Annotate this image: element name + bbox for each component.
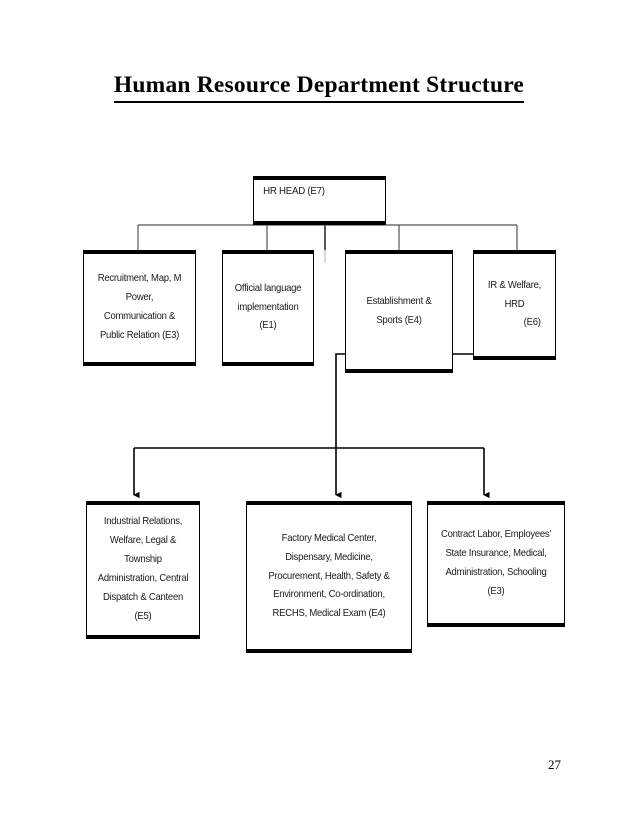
page-title: Human Resource Department Structure: [0, 72, 638, 103]
node-official-language-label: Official language implementation (E1): [234, 282, 302, 332]
node-hr-head[interactable]: HR HEAD (E7): [253, 176, 386, 225]
node-recruitment[interactable]: Recruitment, Map, M Power, Communication…: [83, 250, 196, 366]
node-establishment-sports-label: Establishment & Sports (E4): [366, 295, 432, 326]
node-recruitment-label: Recruitment, Map, M Power, Communication…: [97, 273, 182, 341]
node-official-language[interactable]: Official language implementation (E1): [222, 250, 314, 366]
node-hr-head-label: HR HEAD (E7): [263, 186, 325, 197]
page-title-text: Human Resource Department Structure: [113, 72, 525, 103]
node-industrial-relations-label: Industrial Relations, Welfare, Legal & T…: [97, 516, 189, 622]
page-number: 27: [548, 757, 561, 772]
node-contract-labor-label: Contract Labor, Employees' State Insuran…: [440, 529, 552, 597]
node-ir-welfare-hrd-label: IR & Welfare, HRD (E6): [477, 277, 552, 334]
node-contract-labor[interactable]: Contract Labor, Employees' State Insuran…: [427, 501, 565, 627]
node-industrial-relations[interactable]: Industrial Relations, Welfare, Legal & T…: [86, 501, 200, 639]
node-factory-medical-center-label: Factory Medical Center, Dispensary, Medi…: [268, 532, 390, 620]
node-ir-welfare-hrd-line2: (E6): [523, 317, 541, 329]
node-ir-welfare-hrd-line1: IR & Welfare, HRD: [487, 279, 542, 310]
node-factory-medical-center[interactable]: Factory Medical Center, Dispensary, Medi…: [246, 501, 412, 653]
node-establishment-sports[interactable]: Establishment & Sports (E4): [345, 250, 453, 373]
node-ir-welfare-hrd[interactable]: IR & Welfare, HRD (E6): [473, 250, 556, 360]
